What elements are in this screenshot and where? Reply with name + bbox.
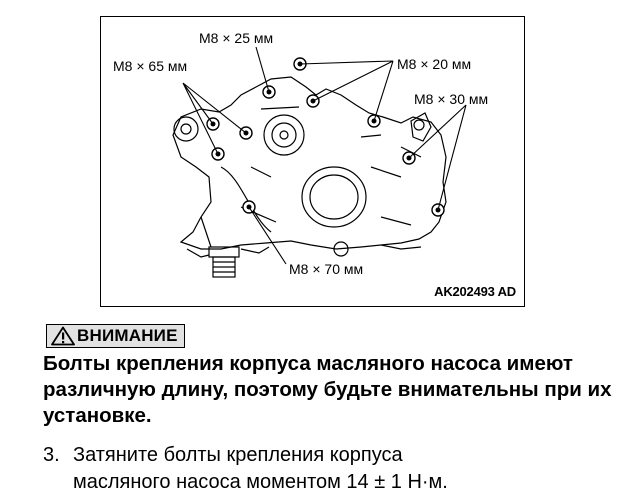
oil-pump-drawing [172, 46, 467, 278]
label-m8x25: M8 × 25 мм [199, 30, 274, 46]
warning-triangle-icon [51, 326, 75, 346]
label-m8x70: M8 × 70 мм [289, 261, 364, 277]
step-number: 3. [43, 444, 60, 466]
oil-pump-figure: M8 × 25 мм M8 × 65 мм M8 × 20 мм M8 × 30… [100, 16, 525, 307]
label-m8x65: M8 × 65 мм [113, 58, 188, 74]
figure-code: AK202493 AD [434, 284, 516, 299]
step-line-2: масляного насоса моментом 14 ± 1 Н·м. [73, 471, 448, 493]
label-m8x30: M8 × 30 мм [414, 91, 489, 107]
caution-text: Болты крепления корпуса масляного насоса… [43, 352, 612, 427]
instruction-step: 3. Затяните болты крепления корпуса масл… [43, 442, 448, 493]
label-m8x20: M8 × 20 мм [397, 56, 472, 72]
caution-badge: ВНИМАНИЕ [46, 324, 185, 348]
step-line-1: Затяните болты крепления корпуса [73, 444, 403, 466]
caution-title: ВНИМАНИЕ [77, 326, 178, 345]
